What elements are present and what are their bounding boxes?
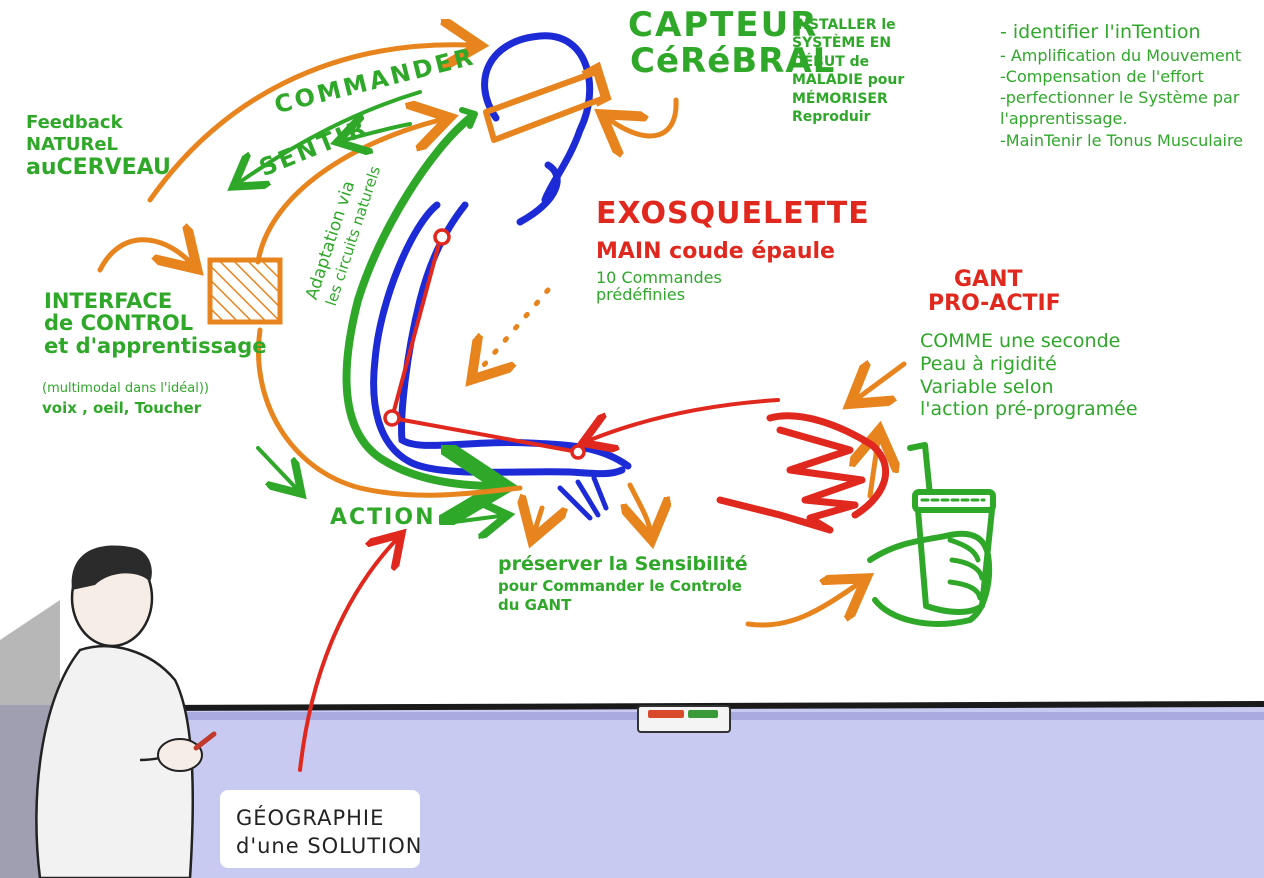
- glove-hand-icon: [716, 412, 890, 534]
- objective-item: -Compensation de l'effort: [1000, 67, 1204, 87]
- gant-desc-line: COMME une seconde: [920, 330, 1121, 352]
- gant-desc-line: l'action pré-programée: [920, 398, 1138, 421]
- interface-title: INTERFACE de CONTROL et d'apprentissage: [44, 290, 267, 357]
- exo-commands-line: prédéfinies: [596, 284, 686, 304]
- preserver-label: préserver la Sensibilité pour Commander …: [498, 553, 748, 614]
- gant-desc-line: Peau à rigidité: [920, 352, 1057, 375]
- exo-commands-line: 10 Commandes: [596, 268, 722, 287]
- geographie-label: GÉOGRAPHIE d'une SOLUTION: [236, 804, 422, 861]
- marker-tray-icon[interactable]: [637, 705, 731, 733]
- cup-hand-icon: [867, 442, 996, 627]
- action-label: ACTION: [330, 505, 436, 530]
- capteur-note: MÉMORISER: [792, 90, 888, 107]
- gant-description: COMME une seconde Peau à rigidité Variab…: [920, 330, 1138, 421]
- geographie-line: d'une SOLUTION: [236, 834, 423, 859]
- capteur-note: SYSTÈME EN: [792, 35, 892, 52]
- exo-title: EXOSQUELETTE: [596, 196, 870, 231]
- arm-icon: [370, 201, 632, 521]
- capteur-notes: INSTALLER le SYSTÈME EN DÉBUT de MALADIE…: [792, 16, 904, 127]
- gant-title-line: PRO-ACTIF: [928, 291, 1061, 317]
- objective-item: l'apprentissage.: [1000, 109, 1128, 129]
- interface-title-line: et d'apprentissage: [44, 333, 267, 358]
- capteur-note: INSTALLER le: [792, 17, 896, 33]
- objectives-list: - identifier l'inTention - Amplification…: [1000, 20, 1243, 151]
- geographie-card: [220, 790, 420, 868]
- objective-item: -perfectionner le Système par: [1000, 88, 1240, 108]
- exo-commands: 10 Commandes prédéfinies: [596, 268, 722, 304]
- exo-subtitle: MAIN coude épaule: [596, 239, 835, 264]
- gant-title: GANT PRO-ACTIF: [928, 267, 1061, 317]
- green-arrows: [240, 90, 500, 522]
- capteur-note: DÉBUT de: [792, 53, 870, 70]
- red-arrows: [298, 398, 780, 772]
- presenter-figure: [0, 545, 217, 878]
- geographie-line: GÉOGRAPHIE: [236, 806, 385, 830]
- objective-item: -MainTenir le Tonus Musculaire: [1000, 130, 1244, 150]
- interface-sub-line: (multimodal dans l'idéal)): [42, 381, 210, 396]
- feedback-line: NATUReL: [26, 133, 119, 155]
- interface-title-line: INTERFACE: [44, 289, 173, 313]
- preserver-line: préserver la Sensibilité: [498, 553, 748, 575]
- interface-sub-line: voix , oeil, Toucher: [42, 399, 202, 418]
- feedback-line: Feedback: [26, 112, 123, 133]
- interface-title-line: de CONTROL: [44, 311, 194, 336]
- objective-item: - identifier l'inTention: [1000, 21, 1201, 43]
- interface-box-icon: [207, 257, 283, 325]
- orange-arrows: [97, 45, 907, 628]
- capteur-note: MALADIE pour: [792, 72, 905, 89]
- capteur-title-line-2: CéRéBRAL: [630, 41, 836, 81]
- feedback-label: Feedback NATUReL auCERVEAU: [26, 112, 171, 182]
- preserver-line: du GANT: [498, 595, 572, 614]
- head-sensor-icon: [481, 32, 612, 226]
- interface-subtitle: (multimodal dans l'idéal)) voix , oeil, …: [42, 380, 209, 419]
- adaptation-path: [342, 114, 488, 486]
- gant-desc-line: Variable selon: [920, 375, 1054, 398]
- feedback-line: auCERVEAU: [26, 155, 171, 181]
- exoskeleton-icon: [383, 228, 586, 460]
- objective-item: - Amplification du Mouvement: [1000, 46, 1242, 66]
- capteur-note: Reproduir: [792, 109, 871, 126]
- capteur-title-line-1: CAPTEUR: [628, 5, 819, 45]
- preserver-line: pour Commander le Controle: [498, 576, 742, 595]
- gant-title-line: GANT: [954, 267, 1023, 292]
